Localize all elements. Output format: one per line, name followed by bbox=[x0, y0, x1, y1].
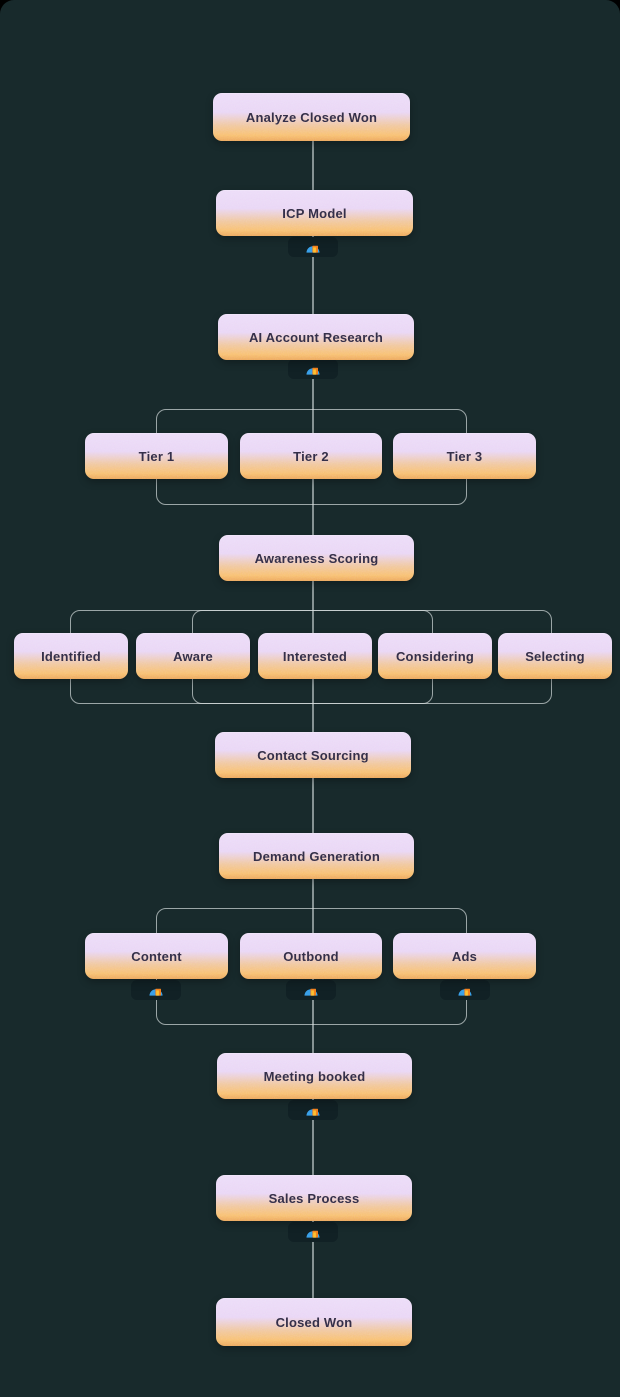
node-label: Interested bbox=[282, 648, 348, 664]
node-label: Tier 1 bbox=[138, 448, 175, 464]
rainbow-arch-icon bbox=[306, 1230, 320, 1238]
flow-node-interested[interactable]: Interested bbox=[258, 633, 372, 679]
flow-node-aware[interactable]: Aware bbox=[136, 633, 250, 679]
flow-node-analyze-closed-won[interactable]: Analyze Closed Won bbox=[213, 93, 410, 141]
node-label: Identified bbox=[41, 648, 101, 664]
sales-process-app-badge[interactable] bbox=[288, 1222, 338, 1242]
content-app-badge[interactable] bbox=[131, 980, 181, 1000]
flow-node-contact-sourcing[interactable]: Contact Sourcing bbox=[215, 732, 411, 778]
flow-node-considering[interactable]: Considering bbox=[378, 633, 492, 679]
flow-node-ai-account-research[interactable]: AI Account Research bbox=[218, 314, 414, 360]
node-label: Considering bbox=[395, 648, 475, 664]
node-label: Selecting bbox=[525, 648, 585, 664]
flow-node-demand-generation[interactable]: Demand Generation bbox=[219, 833, 414, 879]
rainbow-arch-icon bbox=[458, 988, 472, 996]
flow-node-identified[interactable]: Identified bbox=[14, 633, 128, 679]
flow-node-tier-3[interactable]: Tier 3 bbox=[393, 433, 536, 479]
outbond-app-badge[interactable] bbox=[286, 980, 336, 1000]
node-label: Meeting booked bbox=[263, 1068, 366, 1084]
rainbow-arch-icon bbox=[306, 1108, 320, 1116]
ads-app-badge[interactable] bbox=[440, 980, 490, 1000]
flow-node-closed-won[interactable]: Closed Won bbox=[216, 1298, 412, 1346]
node-label: Demand Generation bbox=[253, 848, 380, 864]
node-label: AI Account Research bbox=[248, 329, 384, 345]
rainbow-arch-icon bbox=[149, 988, 163, 996]
ai-account-research-app-badge[interactable] bbox=[288, 359, 338, 379]
node-label: Tier 3 bbox=[446, 448, 483, 464]
flow-node-ads[interactable]: Ads bbox=[393, 933, 536, 979]
rainbow-arch-icon bbox=[306, 367, 320, 375]
node-label: Ads bbox=[451, 948, 478, 964]
node-label: ICP Model bbox=[282, 205, 347, 221]
node-label: Sales Process bbox=[268, 1190, 360, 1206]
flow-node-meeting-booked[interactable]: Meeting booked bbox=[217, 1053, 412, 1099]
flow-node-selecting[interactable]: Selecting bbox=[498, 633, 612, 679]
rainbow-arch-icon bbox=[304, 988, 318, 996]
node-label: Contact Sourcing bbox=[257, 747, 369, 763]
flow-node-icp-model[interactable]: ICP Model bbox=[216, 190, 413, 236]
icp-model-app-badge[interactable] bbox=[288, 237, 338, 257]
flow-node-sales-process[interactable]: Sales Process bbox=[216, 1175, 412, 1221]
flow-node-tier-2[interactable]: Tier 2 bbox=[240, 433, 382, 479]
flow-connector-line bbox=[312, 140, 314, 1300]
flow-node-tier-1[interactable]: Tier 1 bbox=[85, 433, 228, 479]
node-label: Outbond bbox=[283, 948, 339, 964]
node-label: Closed Won bbox=[275, 1314, 353, 1330]
node-label: Content bbox=[131, 948, 182, 964]
flow-node-outbond[interactable]: Outbond bbox=[240, 933, 382, 979]
rainbow-arch-icon bbox=[306, 245, 320, 253]
meeting-booked-app-badge[interactable] bbox=[288, 1100, 338, 1120]
node-label: Awareness Scoring bbox=[254, 550, 379, 566]
flow-node-awareness-scoring[interactable]: Awareness Scoring bbox=[219, 535, 414, 581]
node-label: Analyze Closed Won bbox=[245, 109, 378, 125]
flow-node-content[interactable]: Content bbox=[85, 933, 228, 979]
node-label: Tier 2 bbox=[293, 448, 329, 464]
node-label: Aware bbox=[173, 648, 213, 664]
